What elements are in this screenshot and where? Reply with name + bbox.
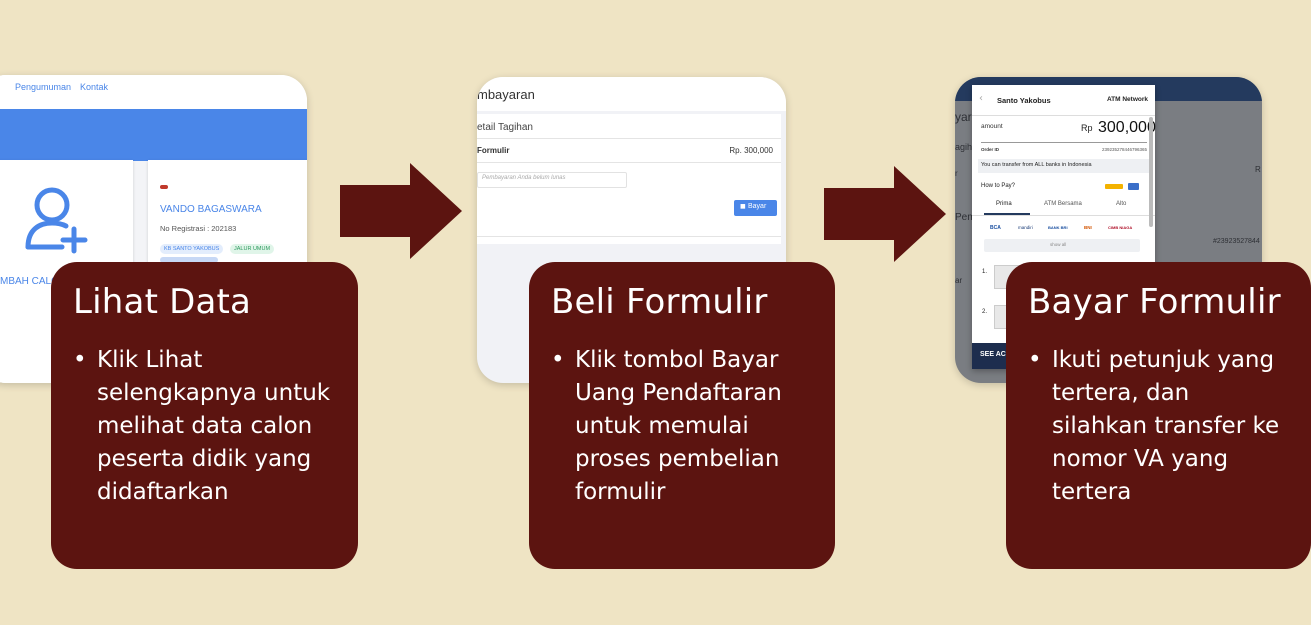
tab-prima[interactable]: Prima [996,201,1012,207]
arrow-right-icon [340,163,462,259]
bullet-icon: • [1028,347,1042,373]
card-bullet: • Ikuti petunjuk yang tertera, dan silah… [1028,344,1289,509]
invoice-title: etail Tagihan [477,122,533,133]
card-title: Bayar Formulir [1028,282,1281,322]
step-card-bayar-formulir: Bayar Formulir • Ikuti petunjuk yang ter… [1006,262,1311,569]
bank-bni: BNI [1084,225,1092,230]
back-icon[interactable]: ‹ [979,93,983,104]
currency-label: Rp [1081,123,1093,133]
bullet-icon: • [73,347,87,373]
bank-bri: BANK BRI [1048,225,1068,230]
merchant-name: Santo Yakobus [997,96,1051,105]
bank-cimb: CIMB NIAGA [1108,225,1133,230]
payment-status-field: Pembayaran Anda belum lunas [477,172,627,188]
step-one: 1. [982,269,988,275]
card-bullet: • Klik tombol Bayar Uang Pendaftaran unt… [551,344,813,509]
top-nav: Pengumuman Kontak [0,75,307,107]
card-bullet: • Klik Lihat selengkapnya untuk melihat … [73,344,336,509]
mandiri-logo-icon [1105,184,1123,189]
step-two: 2. [982,309,988,315]
logo-icon [160,185,168,189]
bullet-icon: • [551,347,565,373]
invoice-panel: etail Tagihan Formulir Rp. 300,000 Pemba… [477,114,781,244]
add-user-icon [25,187,88,254]
bank-mandiri: mandiri [1018,225,1033,230]
step-card-beli-formulir: Beli Formulir • Klik tombol Bayar Uang P… [529,262,835,569]
tab-atm-bersama[interactable]: ATM Bersama [1044,201,1082,207]
transfer-note: You can transfer from ALL banks in Indon… [978,159,1149,173]
pay-button[interactable]: ■ Bayar [734,200,777,216]
nav-pengumuman[interactable]: Pengumuman [15,82,72,92]
card-title: Lihat Data [73,282,252,322]
order-id: 239235278446796365 [1101,147,1147,152]
card-text: Ikuti petunjuk yang tertera, dan silahka… [1052,347,1280,505]
invoice-item: Formulir [477,146,510,155]
scrollbar[interactable] [1149,117,1153,227]
card-text: Klik tombol Bayar Uang Pendaftaran untuk… [575,347,782,505]
nav-kontak[interactable]: Kontak [80,82,109,92]
network-label: ATM Network [1106,96,1148,103]
bank-bca: BCA [990,225,1001,231]
pay-icon: ■ [740,203,746,210]
invoice-amount: Rp. 300,000 [729,146,773,155]
detail-button[interactable] [160,257,218,263]
add-student-label: MBAH CALON [0,276,67,287]
va-number: #23923527844 [1213,238,1260,245]
payment-header: mbayaran [477,77,786,111]
student-name[interactable]: VANDO BAGASWARA [160,204,262,215]
show-all-button[interactable]: show all [984,239,1140,252]
route-badge: JALUR UMUM [230,244,275,254]
card-icon [1128,183,1139,190]
how-to-pay[interactable]: How to Pay? [981,183,1016,189]
card-title: Beli Formulir [551,282,768,322]
page-title: mbayaran [477,87,535,102]
step-card-lihat-data: Lihat Data • Klik Lihat selengkapnya unt… [51,262,358,569]
school-badge: KB SANTO YAKOBUS [160,244,224,254]
amount-label: amount [981,123,1003,130]
blue-header [0,109,307,161]
arrow-right-icon [824,166,946,262]
card-text: Klik Lihat selengkapnya untuk melihat da… [97,347,331,505]
tab-alto[interactable]: Alto [1116,201,1127,207]
registration-number: No Registrasi : 202183 [160,224,237,233]
modal-amount: 300,000 [1098,119,1156,136]
